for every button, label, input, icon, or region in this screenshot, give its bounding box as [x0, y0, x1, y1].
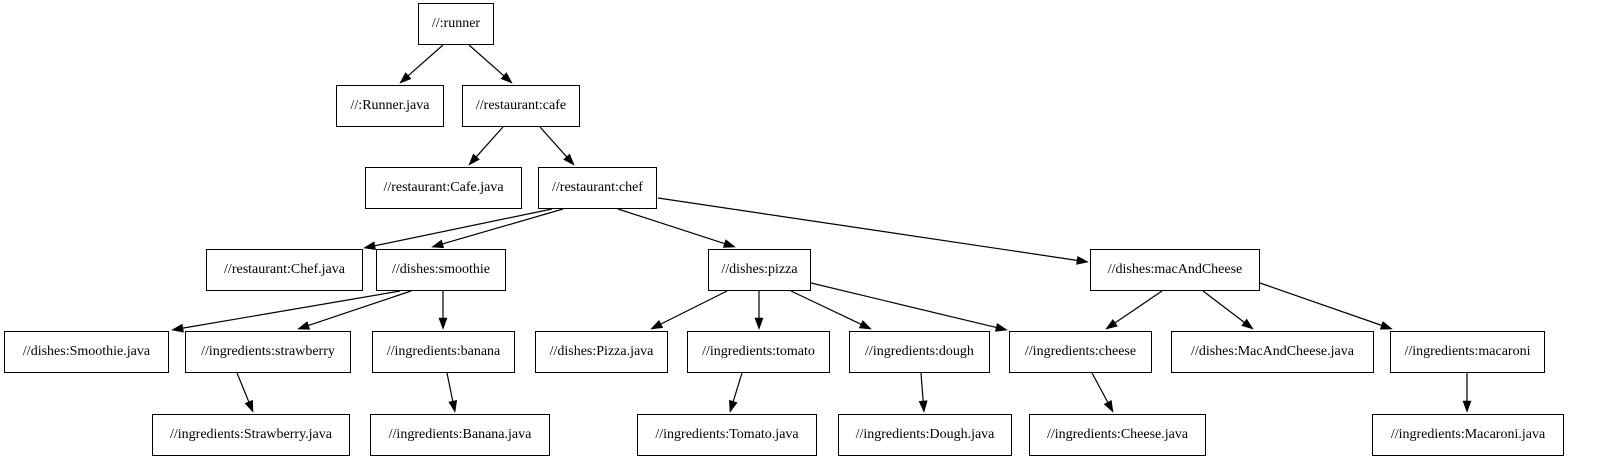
- graph-edge-pizza-to-pizza_java: [650, 290, 728, 330]
- graph-edge-chef-to-smoothie: [431, 208, 564, 249]
- graph-edge-macandcheese-to-macandcheese_java: [1202, 290, 1254, 330]
- graph-edge-smoothie-to-banana: [438, 291, 448, 330]
- graph-node-pizza_java[interactable]: //dishes:Pizza.java: [535, 331, 668, 373]
- graph-node-label: //restaurant:cafe: [475, 98, 567, 113]
- graph-node-label: //ingredients:Strawberry.java: [170, 427, 332, 442]
- graph-edge-macandcheese-to-macaroni: [1259, 282, 1393, 330]
- graph-node-label: //ingredients:Dough.java: [855, 427, 995, 442]
- graph-edge-chef-to-chef_java: [363, 208, 553, 251]
- graph-node-dough_java[interactable]: //ingredients:Dough.java: [838, 414, 1012, 456]
- graph-edge-cheese-to-cheese_java: [1091, 372, 1114, 413]
- graph-node-label: //ingredients:Macaroni.java: [1390, 427, 1546, 442]
- graph-node-label: //restaurant:Cafe.java: [383, 180, 504, 195]
- graph-node-dough[interactable]: //ingredients:dough: [849, 331, 990, 373]
- graph-node-runner_java[interactable]: //:Runner.java: [336, 85, 444, 127]
- graph-node-label: //ingredients:Tomato.java: [655, 427, 799, 442]
- graph-node-cheese[interactable]: //ingredients:cheese: [1009, 331, 1152, 373]
- graph-edge-chef-to-pizza: [617, 208, 736, 248]
- graph-node-label: //ingredients:banana: [386, 344, 501, 359]
- graph-node-label: //ingredients:cheese: [1024, 344, 1137, 359]
- graph-node-label: //ingredients:tomato: [702, 344, 815, 359]
- graph-edge-banana-to-banana_java: [446, 372, 458, 413]
- graph-node-label: //restaurant:chef: [552, 180, 643, 195]
- graph-node-macandcheese_java[interactable]: //dishes:MacAndCheese.java: [1171, 331, 1374, 373]
- graph-node-chef[interactable]: //restaurant:chef: [538, 167, 657, 209]
- graph-edge-cafe-to-cafe_java: [468, 126, 504, 166]
- graph-node-strawberry[interactable]: //ingredients:strawberry: [185, 331, 351, 373]
- graph-edge-strawberry-to-strawberry_java: [236, 372, 254, 413]
- graph-edge-macandcheese-to-cheese: [1105, 290, 1163, 330]
- graph-node-cafe[interactable]: //restaurant:cafe: [462, 85, 580, 127]
- graph-node-label: //dishes:pizza: [721, 262, 798, 277]
- graph-edge-runner-to-cafe: [468, 44, 513, 84]
- graph-node-label: //ingredients:Cheese.java: [1046, 427, 1189, 442]
- graph-node-smoothie_java[interactable]: //dishes:Smoothie.java: [4, 331, 169, 373]
- graph-edge-runner-to-runner_java: [399, 44, 444, 84]
- graph-node-macaroni[interactable]: //ingredients:macaroni: [1390, 331, 1545, 373]
- graph-edge-pizza-to-cheese: [810, 282, 1008, 332]
- graph-node-label: //:Runner.java: [350, 98, 430, 113]
- graph-node-pizza[interactable]: //dishes:pizza: [708, 249, 811, 291]
- graph-node-label: //ingredients:strawberry: [201, 344, 335, 359]
- graph-node-chef_java[interactable]: //restaurant:Chef.java: [206, 249, 363, 291]
- graph-node-label: //dishes:MacAndCheese.java: [1191, 344, 1354, 359]
- graph-node-smoothie[interactable]: //dishes:smoothie: [376, 249, 506, 291]
- graph-node-label: //dishes:smoothie: [392, 262, 490, 277]
- graph-node-label: //dishes:Smoothie.java: [22, 344, 151, 359]
- graph-node-label: //ingredients:Banana.java: [388, 427, 532, 442]
- graph-edge-dough-to-dough_java: [918, 372, 928, 413]
- graph-node-banana[interactable]: //ingredients:banana: [372, 331, 515, 373]
- graph-node-cafe_java[interactable]: //restaurant:Cafe.java: [365, 167, 522, 209]
- graph-node-label: //ingredients:dough: [865, 344, 974, 359]
- graph-node-macaroni_java[interactable]: //ingredients:Macaroni.java: [1372, 414, 1564, 456]
- graph-node-macandcheese[interactable]: //dishes:macAndCheese: [1090, 249, 1260, 291]
- graph-node-runner[interactable]: //:runner: [418, 3, 494, 45]
- graph-edge-macaroni-to-macaroni_java: [1462, 373, 1472, 413]
- graph-edge-tomato-to-tomato_java: [729, 372, 743, 413]
- graph-edge-cafe-to-chef: [539, 126, 575, 166]
- graph-edge-smoothie-to-strawberry: [297, 290, 412, 330]
- graph-edge-pizza-to-dough: [790, 290, 872, 330]
- graph-node-banana_java[interactable]: //ingredients:Banana.java: [370, 414, 550, 456]
- graph-node-label: //restaurant:Chef.java: [224, 262, 345, 277]
- graph-node-label: //dishes:macAndCheese: [1107, 262, 1243, 277]
- graph-node-strawberry_java[interactable]: //ingredients:Strawberry.java: [152, 414, 350, 456]
- graph-node-tomato_java[interactable]: //ingredients:Tomato.java: [637, 414, 817, 456]
- graph-node-tomato[interactable]: //ingredients:tomato: [687, 331, 830, 373]
- graph-node-label: //:runner: [431, 16, 481, 31]
- graph-edge-smoothie-to-smoothie_java: [171, 290, 401, 333]
- graph-node-label: //ingredients:macaroni: [1404, 344, 1531, 359]
- graph-node-cheese_java[interactable]: //ingredients:Cheese.java: [1029, 414, 1206, 456]
- graph-node-label: //dishes:Pizza.java: [549, 344, 654, 359]
- graph-edge-pizza-to-tomato: [754, 291, 764, 330]
